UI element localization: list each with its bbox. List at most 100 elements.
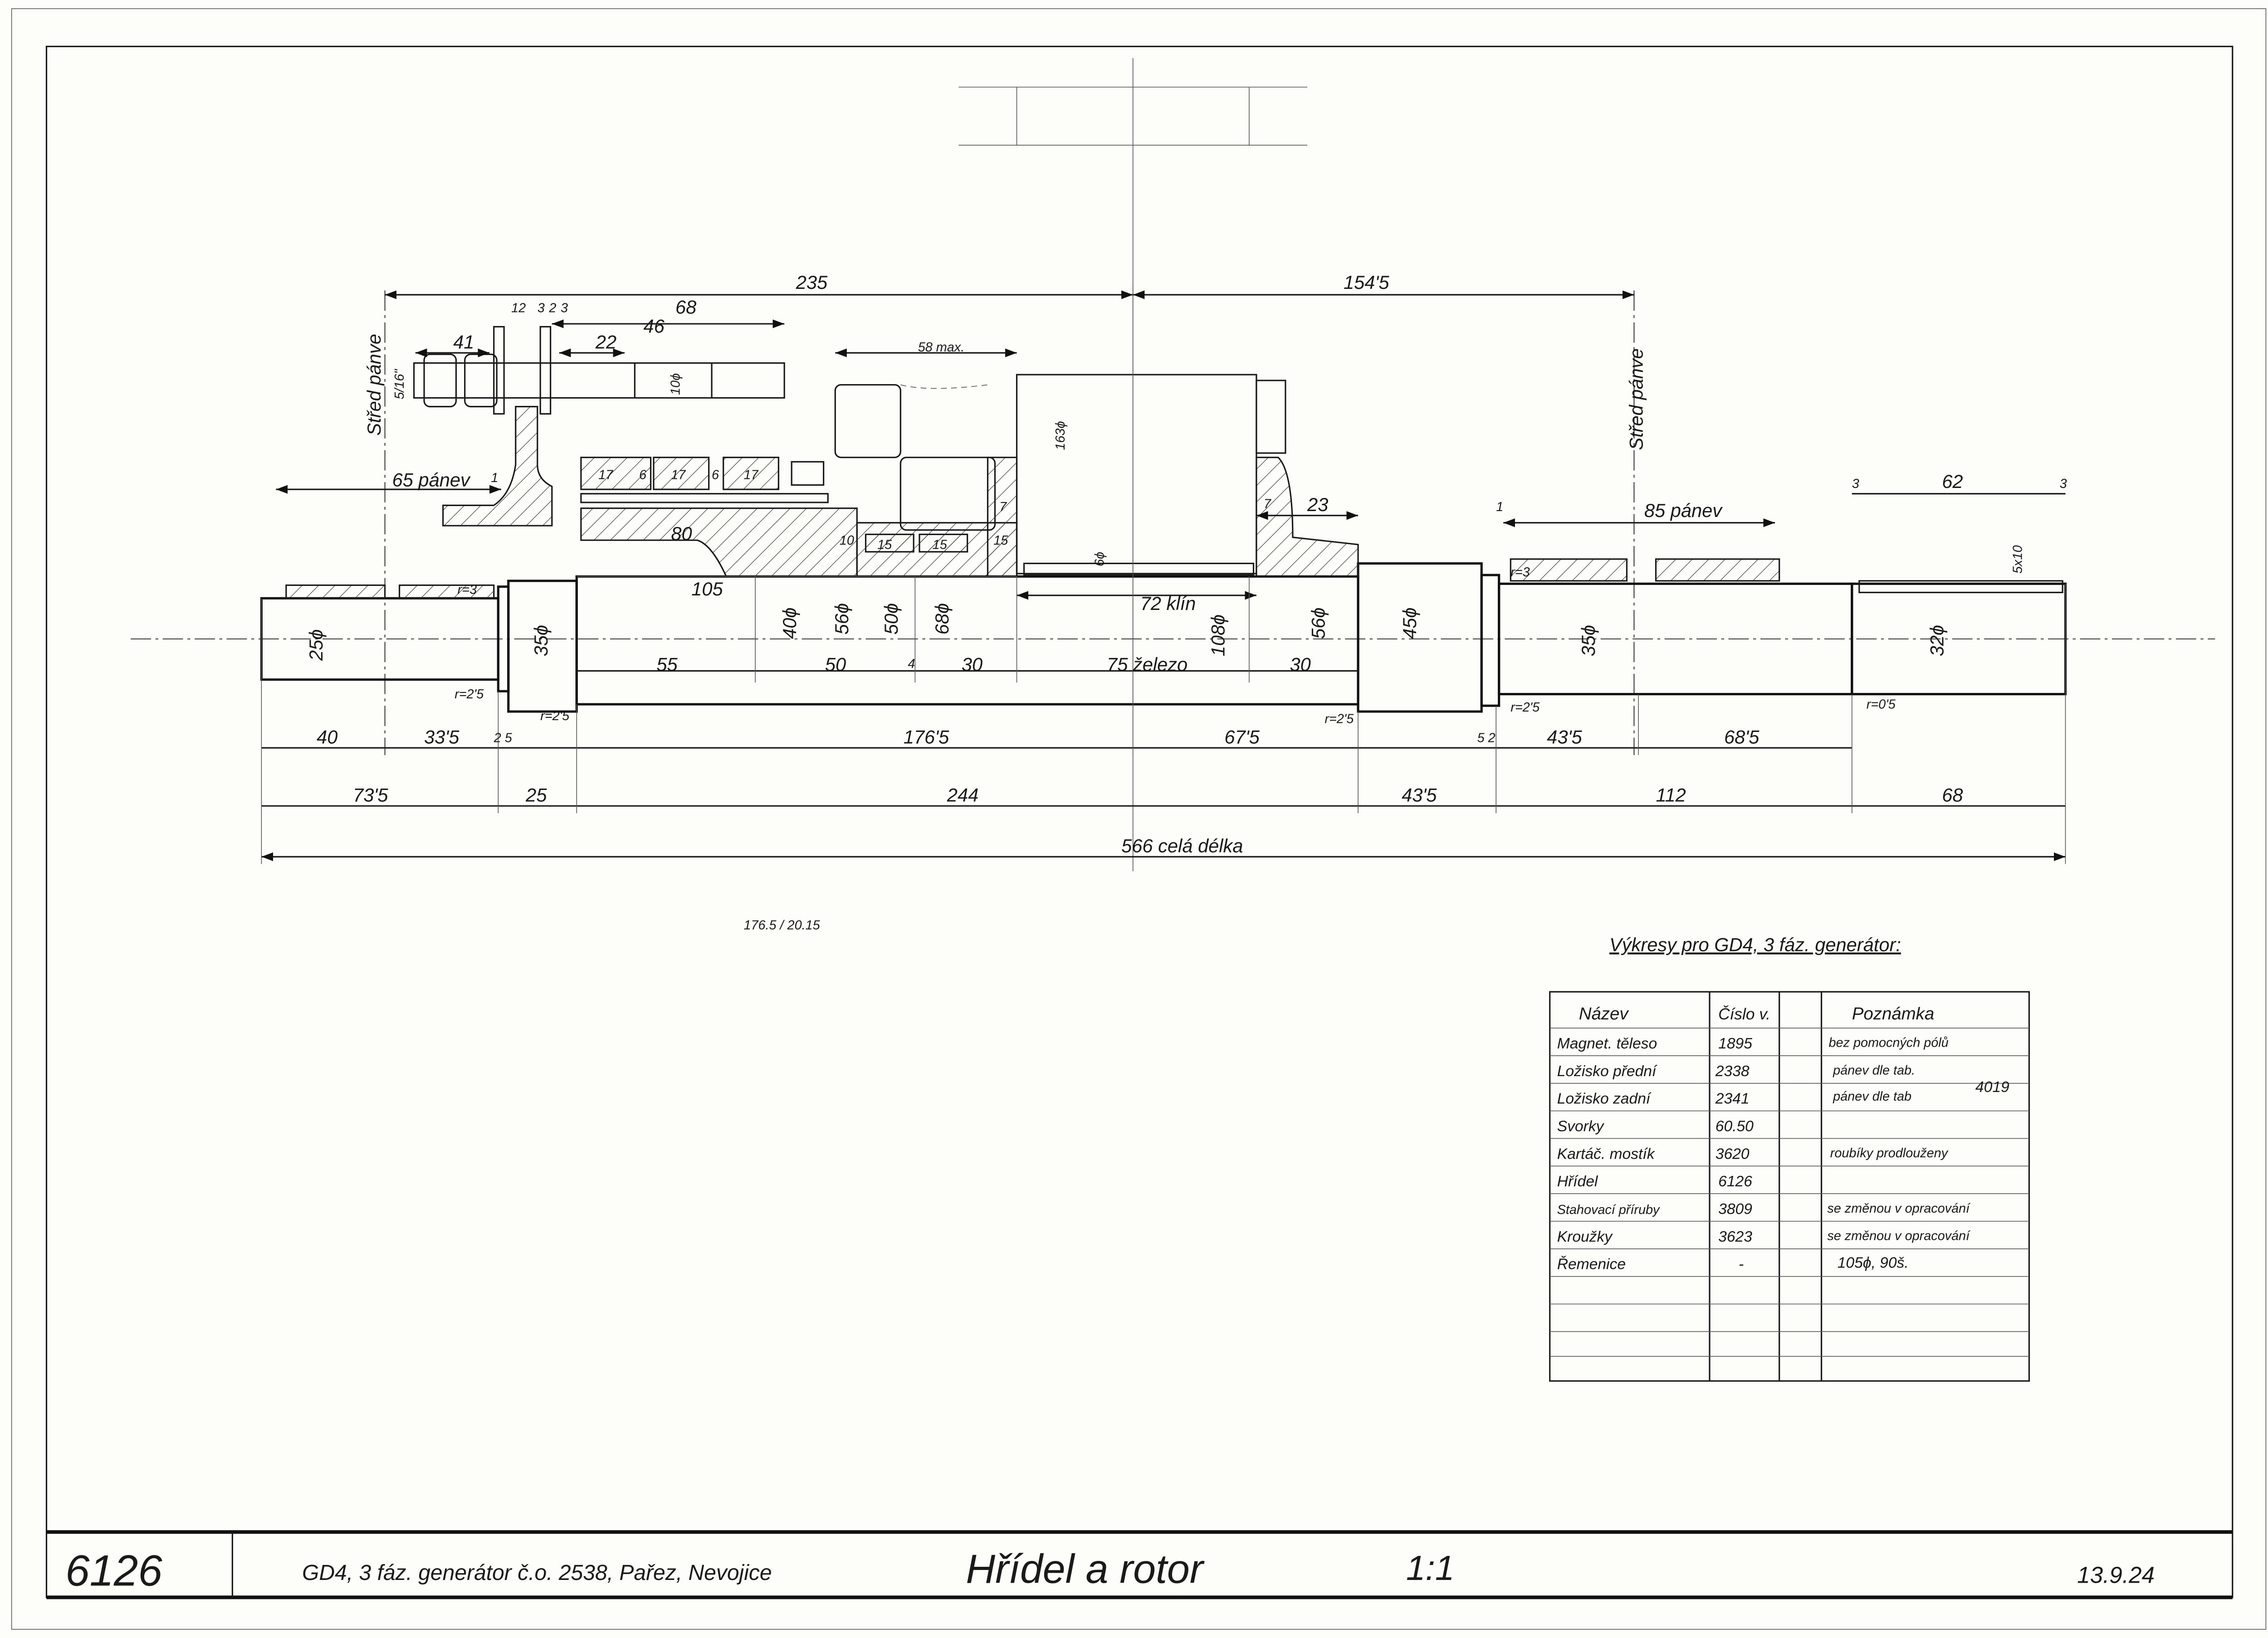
label-r3: r=3 [458, 583, 477, 597]
label-d35dia2: 35ϕ [1578, 625, 1599, 656]
label-d50: 50 [825, 653, 846, 675]
label-d35dia: 35ϕ [530, 625, 552, 656]
label-d68dia: 68ϕ [931, 603, 953, 634]
label-d62: 62 [1942, 471, 1963, 492]
label-d72: 72 klín [1140, 593, 1196, 614]
label-d41: 41 [453, 332, 474, 353]
label-d45dia: 45ϕ [1399, 607, 1420, 639]
parts-table-heading: Výkresy pro GD4, 3 fáz. generátor: [1609, 934, 1901, 955]
label-d2: 2 [548, 301, 556, 315]
label-note: roubíky prodlouženy [1830, 1146, 1949, 1160]
label-note: se změnou v opracování [1827, 1201, 1971, 1216]
label-name: Svorky [1557, 1118, 1605, 1135]
label-d1a: 1 [491, 471, 498, 485]
label-d68: 68 [1942, 785, 1963, 806]
label-d6a: 6 [639, 468, 647, 483]
label-d68top: 68 [675, 297, 696, 318]
label-r25b: r=2'5 [540, 709, 570, 723]
label-d675: 67'5 [1224, 726, 1260, 747]
label-d58: 58 max. [918, 340, 964, 355]
label-d12: 12 [511, 301, 526, 315]
label-d30b: 30 [1290, 653, 1311, 675]
label-stred_panve_left: Střed pánve [363, 334, 385, 435]
dimension-labels: 235 154'5 12 3 2 3 68 46 41 22 5/16" 10ϕ… [305, 272, 2067, 932]
label-number: 3620 [1716, 1146, 1750, 1162]
label-d40dia: 40ϕ [779, 607, 800, 639]
label-d15a: 15 [877, 537, 892, 552]
label-3: Poznámka [1852, 1004, 1934, 1024]
label-d80: 80 [671, 523, 692, 544]
label-r25a: r=2'5 [455, 687, 484, 702]
label-d25dia: 25ϕ [305, 629, 327, 661]
label-name: Ložisko zadní [1557, 1091, 1652, 1107]
label-d40: 40 [317, 726, 337, 747]
label-d235: 235 [796, 272, 828, 293]
label-d25: 25 [525, 785, 547, 806]
label-d75: 75 železo [1107, 653, 1188, 675]
label-d56dia2: 56ϕ [1307, 607, 1329, 639]
sheet-edge [11, 8, 2267, 1630]
label-d163: 163ϕ [1053, 421, 1068, 450]
rotor-assembly [285, 326, 1780, 599]
label-name: Kartáč. mostík [1557, 1146, 1656, 1162]
label-d7b: 7 [1264, 497, 1271, 512]
label-d10dia: 10ϕ [669, 373, 683, 395]
label-d3c: 3 [1852, 477, 1859, 491]
title-block: 6126 GD4, 3 fáz. generátor č.o. 2538, Pa… [65, 1546, 2155, 1595]
label-name: Hřídel [1557, 1173, 1598, 1190]
label-brace_note: 4019 [1975, 1079, 2009, 1096]
label-d17a: 17 [598, 468, 613, 483]
label-d516: 5/16" [392, 369, 407, 400]
label-d3a: 3 [538, 301, 545, 315]
label-name: Magnet. těleso [1557, 1035, 1657, 1052]
label-d735: 73'5 [353, 785, 388, 806]
label-stred_panve_right: Střed pánve [1626, 348, 1647, 450]
label-note: bez pomocných pólů [1829, 1036, 1949, 1050]
label-d25s: 2 5 [494, 731, 513, 745]
drawing-scale: 1:1 [1406, 1549, 1455, 1588]
label-number: 3809 [1718, 1201, 1752, 1218]
label-r25c: r=2'5 [1325, 712, 1354, 726]
label-number: - [1739, 1256, 1744, 1273]
label-d244: 244 [947, 785, 978, 806]
label-d1545: 154'5 [1344, 272, 1389, 293]
dimension-lines [261, 283, 2066, 864]
label-d17b: 17 [671, 468, 686, 483]
label-name: Řemenice [1557, 1256, 1626, 1273]
label-d108dia: 108ϕ [1207, 614, 1228, 657]
label-d22: 22 [595, 332, 616, 353]
label-panev_85: 85 pánev [1644, 500, 1723, 521]
label-d52: 5 2 [1477, 731, 1496, 745]
label-number: 6126 [1718, 1173, 1752, 1190]
label-number: 2338 [1715, 1063, 1750, 1080]
label-d32dia: 32ϕ [1926, 625, 1948, 656]
drawing-date: 13.9.24 [2077, 1562, 2155, 1588]
label-d15b: 15 [933, 537, 948, 552]
label-d685: 68'5 [1724, 726, 1760, 747]
label-d335: 33'5 [424, 726, 459, 747]
label-number: 1895 [1718, 1035, 1752, 1052]
label-number: 3623 [1718, 1228, 1752, 1245]
label-d1765: 176'5 [904, 726, 949, 747]
label-name: Kroužky [1557, 1228, 1613, 1245]
label-d3b: 3 [561, 301, 568, 315]
drawing-title: Hřídel a rotor [966, 1546, 1204, 1592]
label-r05: r=0'5 [1867, 697, 1896, 712]
label-note: se změnou v opracování [1827, 1229, 1971, 1243]
label-note: 105ϕ, 90š. [1838, 1254, 1909, 1271]
label-d56dia: 56ϕ [831, 603, 852, 634]
label-panev_65: 65 pánev [392, 469, 471, 491]
label-number: 60.50 [1716, 1118, 1754, 1135]
label-d23: 23 [1307, 494, 1328, 515]
label-d7a: 7 [999, 500, 1007, 514]
label-d15c: 15 [993, 533, 1008, 548]
label-note: pánev dle tab [1833, 1089, 1911, 1104]
label-1: Číslo v. [1718, 1005, 1770, 1023]
label-r3b: r=3 [1510, 565, 1530, 580]
label-name: Ložisko přední [1557, 1063, 1658, 1080]
label-d17c: 17 [744, 468, 759, 483]
label-name: Stahovací příruby [1557, 1203, 1660, 1217]
project-line: GD4, 3 fáz. generátor č.o. 2538, Pařez, … [302, 1561, 772, 1585]
label-d1b: 1 [1496, 500, 1503, 514]
